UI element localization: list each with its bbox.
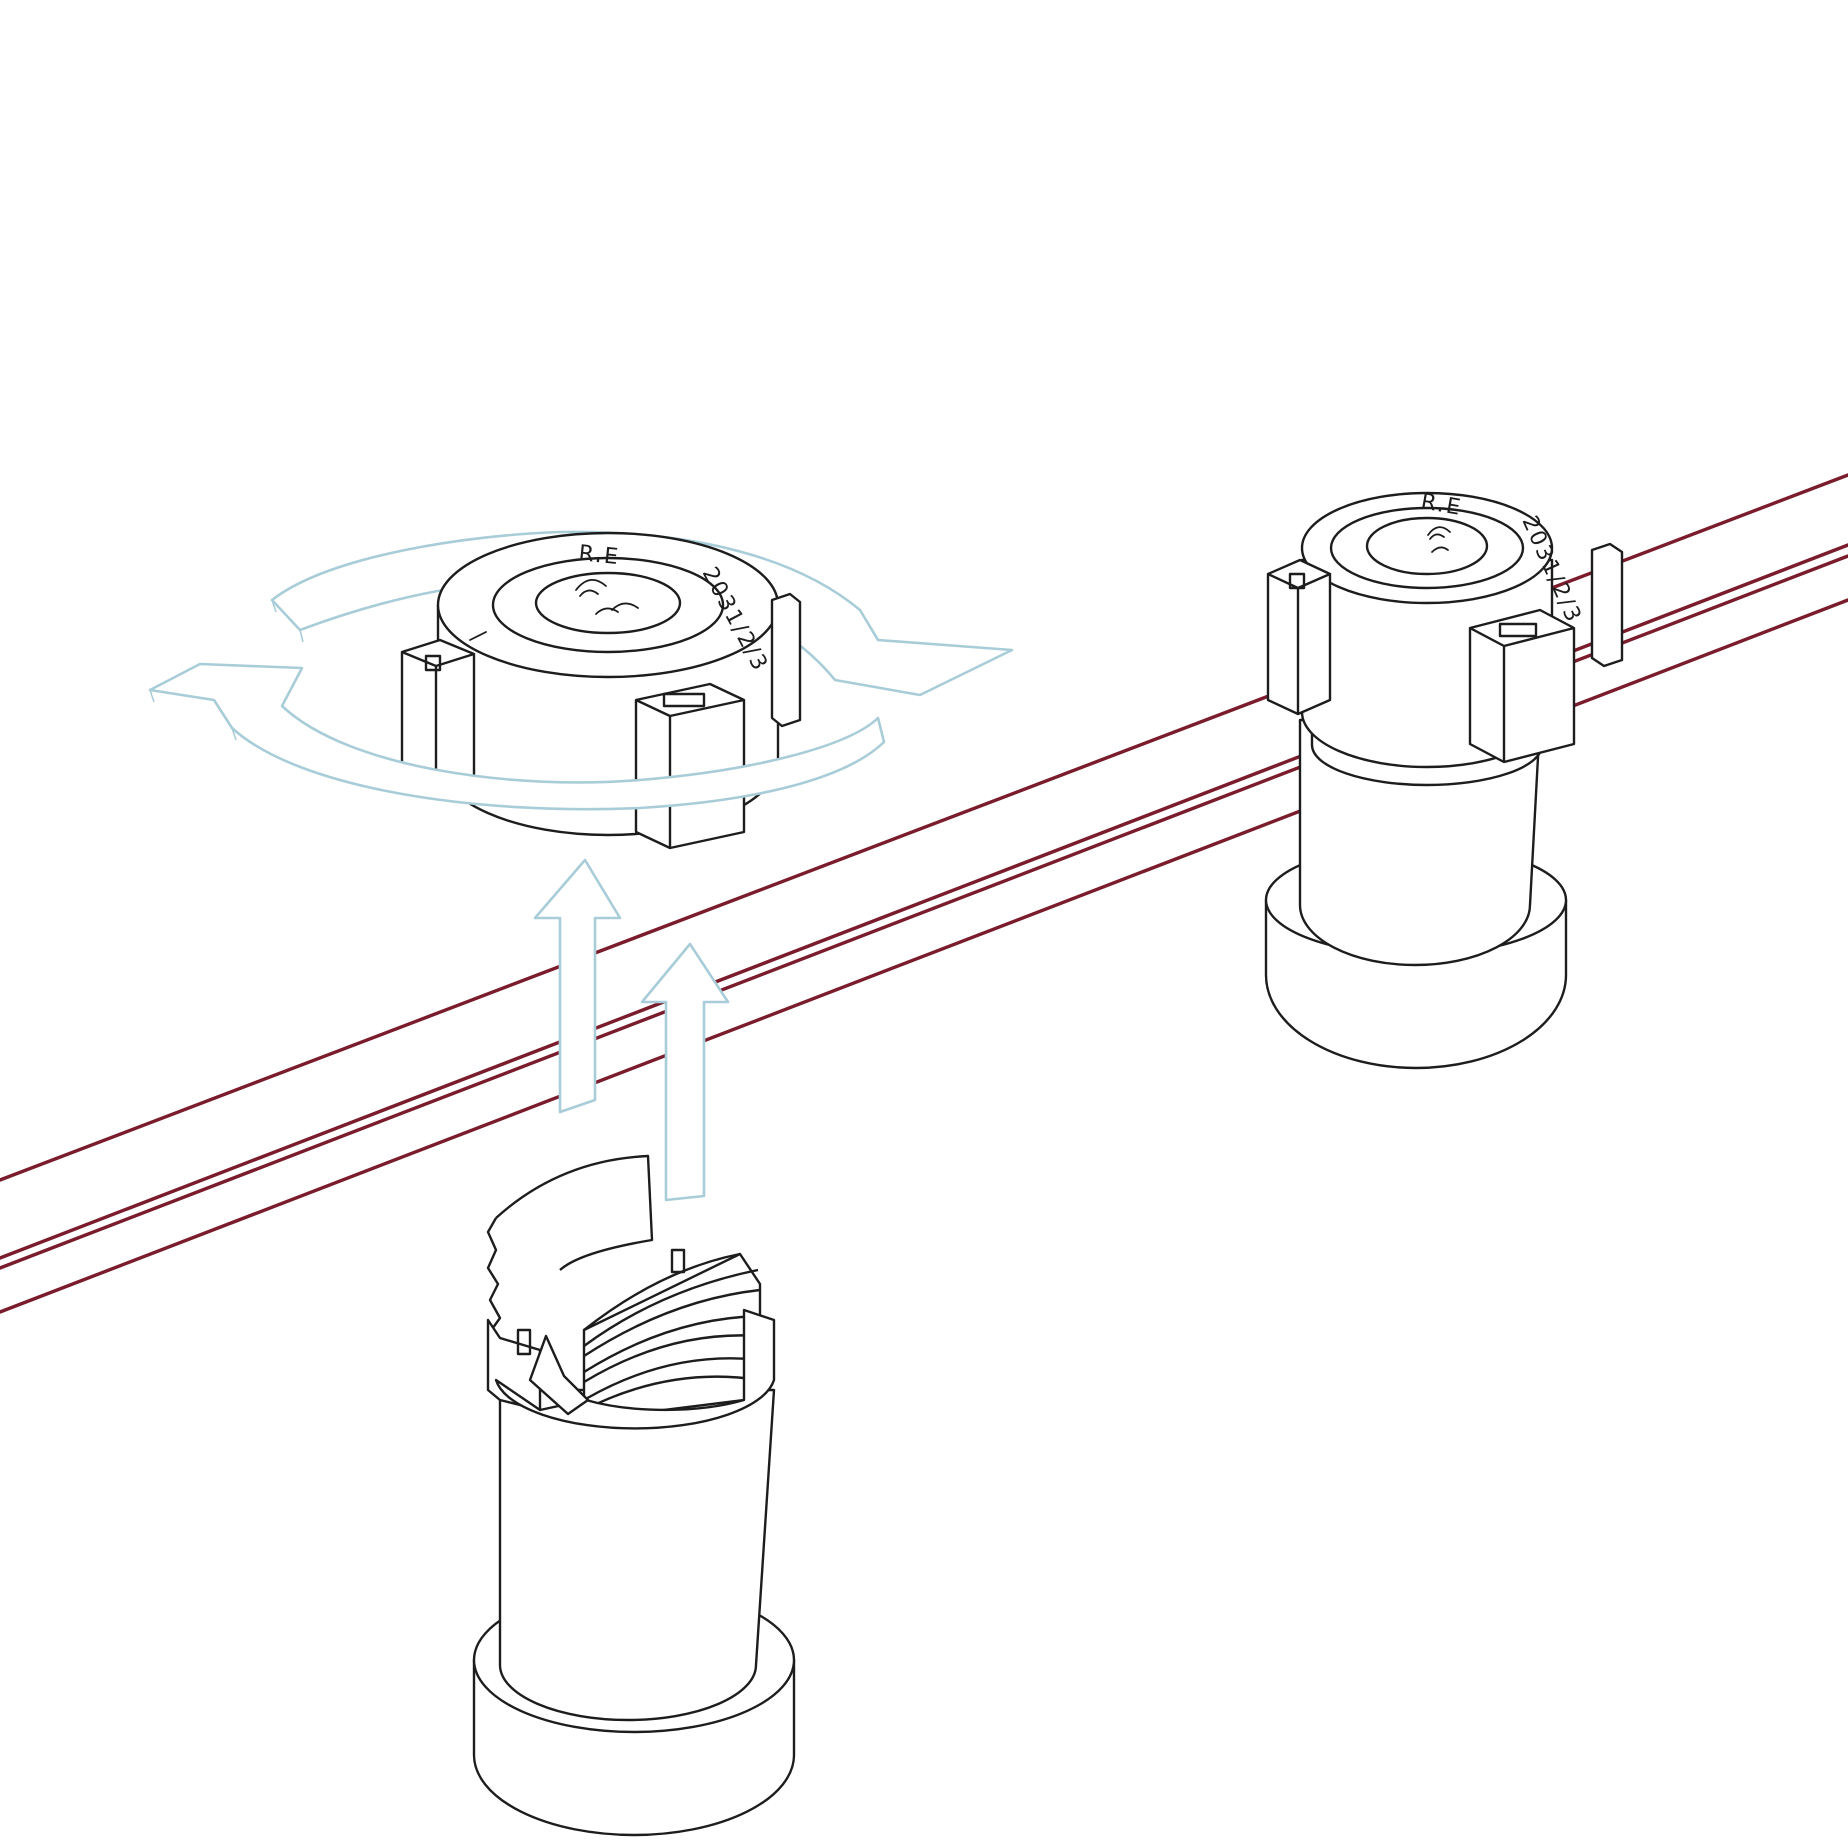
exploded-socket: [472, 1154, 796, 1837]
installed-clip-right: [1468, 608, 1576, 764]
exploded-cap-group: 2031/2/3 R.E: [148, 530, 1014, 850]
up-arrow-icon-2: [640, 942, 730, 1202]
exploded-cap-marking-top: R.E: [577, 541, 621, 570]
installed-cap-logo-icon: [1427, 526, 1451, 553]
socket-thread: [582, 1252, 762, 1422]
installed-cap-top: [1300, 491, 1554, 605]
socket-back-wall: [495, 1154, 654, 1271]
exploded-clip-front: [634, 682, 746, 850]
installed-socket: 2031/2/3 R.E: [1264, 489, 1624, 1070]
exploded-clip-right: [770, 592, 802, 728]
rotate-arrow-front: [148, 662, 886, 811]
up-arrow-icon: [533, 858, 622, 1114]
socket-front-wall: [494, 1308, 776, 1430]
exploded-cap-logo-icon: [575, 579, 639, 615]
socket-latch: [528, 1334, 590, 1416]
socket-body: [498, 1388, 776, 1722]
installed-clip-back: [1590, 542, 1624, 668]
lift-arrows: [533, 858, 730, 1202]
installed-clip-left: [1266, 558, 1332, 716]
